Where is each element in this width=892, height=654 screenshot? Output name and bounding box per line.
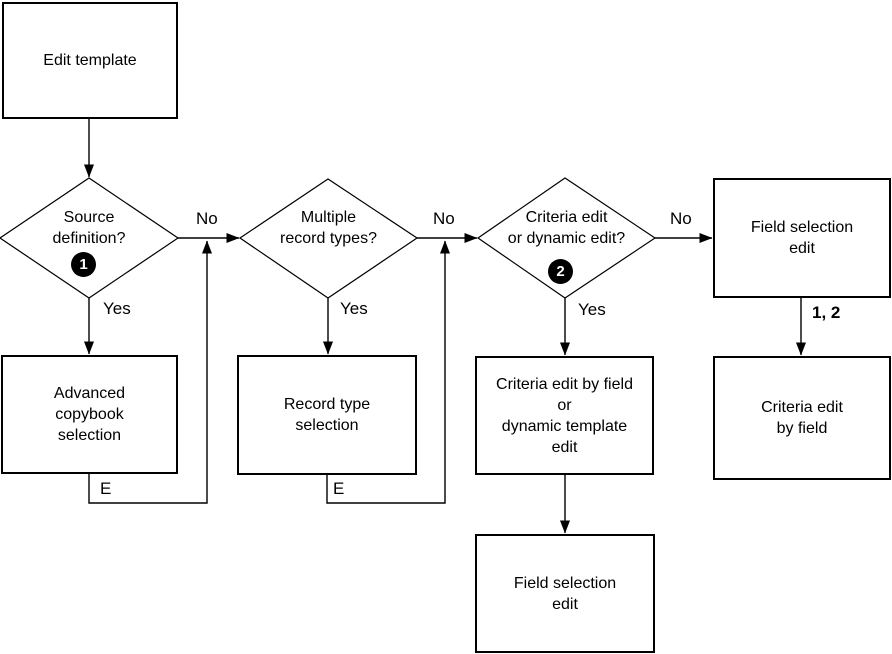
- note-badge-1: 1: [71, 252, 96, 277]
- decision-criteria-or-dynamic-label: Criteria edit or dynamic edit?: [507, 209, 626, 247]
- note-badge-2: 2: [548, 259, 573, 284]
- node-edit-template-label: Edit template: [43, 52, 137, 69]
- node-field-selection-edit-bottom-label: Field selection edit: [513, 574, 617, 613]
- node-record-type-selection: Record type selection: [237, 355, 417, 475]
- edge-label-no-1: No: [196, 209, 218, 228]
- edge-label-no-3: No: [670, 209, 692, 228]
- edge-record-type-e-loop: [326, 240, 450, 504]
- node-criteria-edit-by-field-label: Criteria edit by field: [761, 399, 843, 437]
- node-criteria-edit-dynamic-template: Criteria edit by field or dynamic templa…: [475, 356, 654, 475]
- edge-label-no-2: No: [433, 209, 455, 228]
- node-field-selection-edit-top: Field selection edit: [713, 178, 891, 298]
- edge-label-one-two: 1, 2: [812, 303, 841, 322]
- node-field-selection-edit-bottom: Field selection edit: [475, 534, 655, 653]
- node-advanced-copybook-selection: Advanced copybook selection: [1, 355, 178, 474]
- node-criteria-edit-dynamic-template-label: Criteria edit by field or dynamic templa…: [496, 375, 633, 456]
- edge-label-e-2: E: [333, 479, 345, 498]
- node-field-selection-edit-top-label: Field selection edit: [750, 219, 854, 257]
- edge-label-yes-3: Yes: [578, 300, 606, 319]
- edge-label-yes-1: Yes: [103, 299, 131, 318]
- decision-multiple-record-types-label: Multiple record types?: [280, 209, 377, 247]
- node-edit-template: Edit template: [2, 2, 178, 119]
- edge-label-e-1: E: [100, 479, 112, 498]
- decision-source-definition-label: Source definition?: [52, 209, 126, 247]
- edge-advanced-copybook-e-loop: [88, 240, 212, 504]
- node-record-type-selection-label: Record type selection: [283, 396, 371, 434]
- node-criteria-edit-by-field: Criteria edit by field: [713, 356, 891, 480]
- edge-label-yes-2: Yes: [340, 299, 368, 318]
- node-advanced-copybook-selection-label: Advanced copybook selection: [53, 385, 126, 444]
